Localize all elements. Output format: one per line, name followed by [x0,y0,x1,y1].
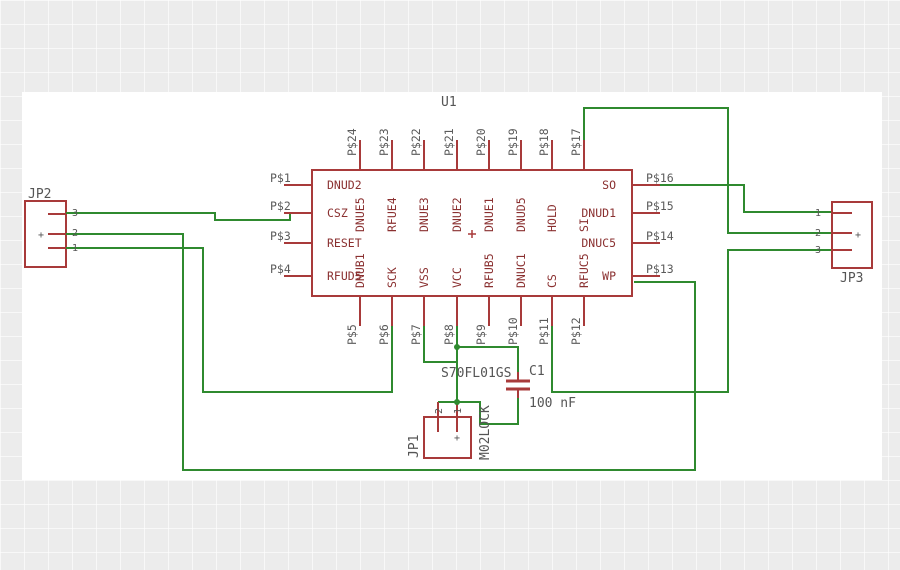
c1-symbol [506,372,530,398]
u1-pin-number: P$17 [569,128,583,156]
jp2-pin-label-3: 3 [72,208,78,219]
u1-pin-name: VCC [450,267,464,288]
u1-pin-number: P$19 [506,128,520,156]
u1-pin-name: SCK [385,267,399,288]
u1-pin-number: P$12 [569,317,583,345]
wire-c1-gnd [438,390,519,425]
jp3-pin-label-2: 2 [815,228,821,239]
u1-pin-number: P$21 [442,128,456,156]
jp3-body [831,201,873,269]
jp1-value-label: M02LOCK [478,405,493,460]
jp2-pin-label-1: 1 [72,243,78,254]
u1-pin-number: P$5 [345,324,359,345]
wire-csz-p2 [214,213,291,221]
u1-pin-name: DNUB1 [353,253,367,288]
u1-pin-name: CS [545,274,559,288]
sheet [22,92,882,480]
u1-pin-number: P$15 [646,199,674,213]
jp1-polarity-mark: + [454,433,460,444]
u1-pin-name: CSZ [327,206,348,220]
u1-pin-name: DNUE5 [353,197,367,232]
u1-pin-name: RFUD5 [327,269,362,283]
wire-si-jp3-2 [583,107,833,234]
u1-pin-number: P$9 [474,324,488,345]
u1-pin-name: DNUE2 [450,197,464,232]
u1-pin-number: P$16 [646,171,674,185]
u1-pin-name: DNUD5 [514,197,528,232]
u1-pin-number: P$13 [646,262,674,276]
u1-pin-number: P$7 [409,324,423,345]
u1-pin-name: DNUD2 [327,178,362,192]
u1-pin-name: RFUC5 [577,253,591,288]
c1-value-label: 100 nF [529,396,576,411]
u1-pin-number: P$2 [270,199,291,213]
u1-pin-number: P$18 [537,128,551,156]
wires [90,107,833,471]
u1-ref-label: U1 [441,95,457,110]
jp2-polarity-mark: + [38,230,44,241]
u1-pin-name: HOLD [545,204,559,232]
c1-ref-label: C1 [529,364,545,379]
u1-pin-name: WP [602,269,616,283]
jp1-pin-label-2: 2 [434,408,445,414]
u1-pin-number: P$8 [442,324,456,345]
jp3-pin-label-3: 3 [815,245,821,256]
u1-pin-name: DNUD1 [581,206,616,220]
u1-pin-name: DNUE1 [482,197,496,232]
u1-pin-number: P$4 [270,262,291,276]
jp3-polarity-mark: + [855,230,861,241]
u1-pin-name: DNUC5 [581,236,616,250]
jp3-pin-label-1: 1 [815,208,821,219]
u1-value-label: S70FL01GS [441,366,511,381]
jp2-ref-label: JP2 [28,187,51,202]
u1-pin-number: P$1 [270,171,291,185]
wire-so-jp3-1 [634,184,833,213]
u1-pin-name: RFUE4 [385,197,399,232]
jp2-pin-label-2: 2 [72,228,78,239]
u1-pin-name: DNUE3 [417,197,431,232]
u1-pin-name: VSS [417,267,431,288]
u1-pin-name: DNUC1 [514,253,528,288]
jp1-ref-label: JP1 [407,435,422,458]
u1-pin-number: P$6 [377,324,391,345]
jp1-pin-label-1: 1 [453,408,464,414]
u1-pin-number: P$24 [345,128,359,156]
u1-pin-name: RFUB5 [482,253,496,288]
jp1-pins [437,402,458,432]
jp3-pins [832,212,852,251]
u1-pin-number: P$22 [409,128,423,156]
u1-pin-number: P$3 [270,229,291,243]
u1-pin-number: P$23 [377,128,391,156]
wire-cs-jp3-3 [551,249,833,393]
junctions [454,344,460,405]
jp2-pins [48,212,90,249]
jp1-body [423,416,472,459]
u1-pin-number: P$11 [537,317,551,345]
u1-pin-number: P$10 [506,317,520,345]
wire-jp2-1-sck [90,247,393,393]
jp3-ref-label: JP3 [840,271,863,286]
wire-jp2-2-wp [90,233,696,471]
u1-body [311,169,633,297]
u1-pin-number: P$20 [474,128,488,156]
u1-pin-name: SO [602,178,616,192]
u1-pin-name: SI [577,218,591,232]
u1-origin-mark [468,230,476,238]
u1-pin-number: P$14 [646,229,674,243]
u1-pin-name: RESET [327,236,362,250]
